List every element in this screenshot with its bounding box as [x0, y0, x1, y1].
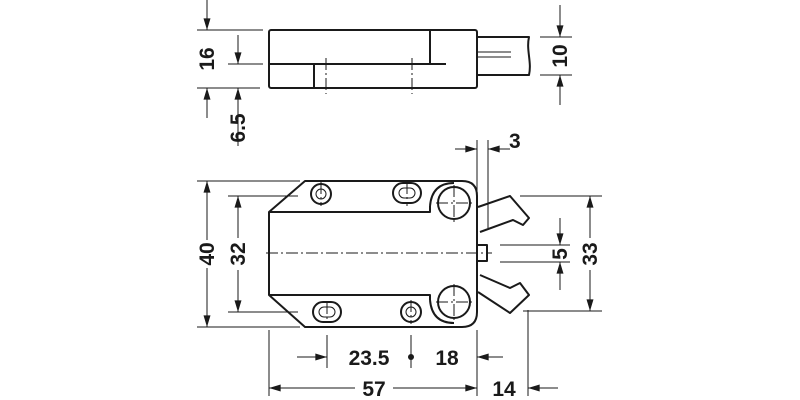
dim-40-label: 40 [196, 242, 219, 265]
dim-14-label: 14 [492, 378, 516, 400]
dim-57: 57 14 [268, 378, 558, 400]
recess-curves [429, 182, 455, 324]
dim-40: 40 [196, 180, 300, 328]
cable [477, 36, 531, 76]
dim-33-label: 33 [579, 242, 602, 265]
dim-16: 16 [196, 0, 263, 118]
body-outline [268, 180, 478, 328]
dim-6.5-label: 6.5 [227, 113, 250, 143]
top-view-inner-lines [270, 30, 446, 88]
top-view-centerlines [325, 58, 413, 94]
dim-6.5: 6.5 [227, 35, 263, 146]
top-view-body [268, 29, 478, 89]
dim-3: 3 [455, 130, 521, 228]
dim-5: 5 [500, 218, 572, 290]
claw-bottom [477, 274, 530, 314]
recess-lines [269, 206, 431, 300]
cable-wires [477, 51, 511, 58]
front-view [266, 180, 530, 328]
dim-32: 32 [227, 195, 298, 313]
dim-23.5-label: 23.5 [349, 347, 390, 370]
dim-5-label: 5 [549, 248, 572, 260]
dim-23.5-18: 23.5 18 [268, 310, 529, 396]
centerlines [266, 182, 492, 324]
dim-33: 33 [520, 195, 602, 312]
dim-18-label: 18 [435, 347, 459, 370]
dim-32-label: 32 [227, 242, 250, 265]
dim-57-label: 57 [362, 378, 385, 400]
claw-top [477, 195, 530, 233]
dim-16-label: 16 [196, 47, 219, 70]
reference-dot [408, 354, 414, 360]
dim-10: 10 [540, 5, 572, 105]
top-view [268, 29, 531, 94]
dim-10-label: 10 [549, 44, 572, 67]
dim-3-label: 3 [509, 130, 521, 153]
